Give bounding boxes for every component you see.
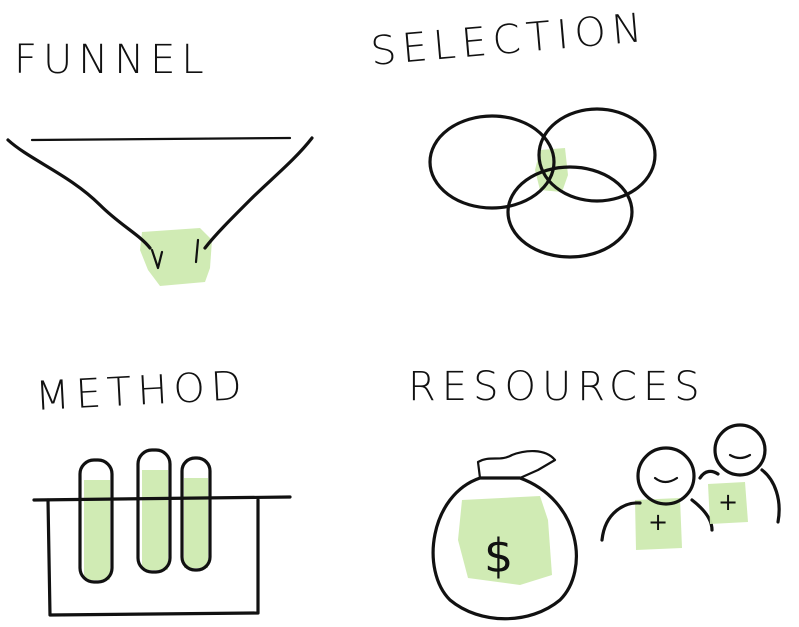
method-bar-highlight bbox=[84, 480, 110, 580]
funnel-output-mark bbox=[194, 238, 200, 264]
funnel-right-side bbox=[203, 136, 314, 250]
funnel-output-mark bbox=[150, 248, 164, 270]
funnel-highlight bbox=[140, 228, 212, 286]
person-body-icon bbox=[698, 468, 781, 524]
person-body-icon bbox=[600, 498, 714, 542]
resources-panel: RESOURCES $ + + bbox=[408, 364, 781, 621]
money-bag-icon bbox=[431, 476, 578, 621]
person-highlight bbox=[708, 482, 748, 524]
selection-label: SELECTION bbox=[369, 5, 650, 75]
method-top-line bbox=[32, 495, 292, 502]
money-highlight bbox=[458, 496, 552, 585]
funnel-left-side bbox=[6, 138, 152, 250]
venn-circle-bottom bbox=[506, 165, 634, 259]
method-bar-highlight bbox=[142, 470, 168, 570]
smile-icon bbox=[653, 476, 679, 484]
venn-circle-right bbox=[537, 107, 657, 203]
selection-panel: SELECTION bbox=[369, 5, 657, 259]
funnel-panel: FUNNEL bbox=[6, 37, 314, 286]
funnel-label: FUNNEL bbox=[14, 37, 210, 83]
funnel-rim bbox=[30, 136, 292, 142]
resources-label: RESOURCES bbox=[408, 364, 706, 410]
person-highlight bbox=[635, 498, 682, 550]
method-bar bbox=[136, 448, 172, 574]
plus-icon: + bbox=[718, 488, 738, 516]
method-container bbox=[46, 498, 260, 617]
method-bar-highlight bbox=[184, 478, 208, 568]
money-bag-tie-icon bbox=[476, 450, 557, 480]
method-panel: METHOD bbox=[32, 363, 292, 617]
dollar-sign-icon: $ bbox=[484, 529, 513, 583]
plus-icon: + bbox=[648, 508, 668, 536]
smile-icon bbox=[728, 453, 752, 460]
venn-circle-left bbox=[428, 114, 556, 210]
method-label: METHOD bbox=[34, 363, 249, 420]
method-bar bbox=[180, 456, 212, 572]
person-head-icon bbox=[713, 423, 767, 477]
person-head-icon bbox=[636, 446, 696, 506]
method-bar bbox=[78, 458, 114, 584]
